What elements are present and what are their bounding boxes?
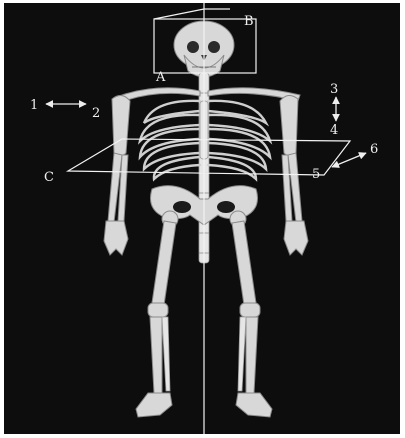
label-1: 1 [30,98,38,113]
label-3: 3 [330,82,338,97]
label-2: 2 [92,106,100,121]
skeleton-anatomical-diagram: A B C 1 2 3 4 5 6 [4,3,400,434]
label-c: C [44,170,54,185]
label-5: 5 [312,167,320,182]
label-a: A [155,70,166,85]
label-b: B [244,14,254,29]
label-4: 4 [330,123,338,138]
label-6: 6 [370,142,378,157]
